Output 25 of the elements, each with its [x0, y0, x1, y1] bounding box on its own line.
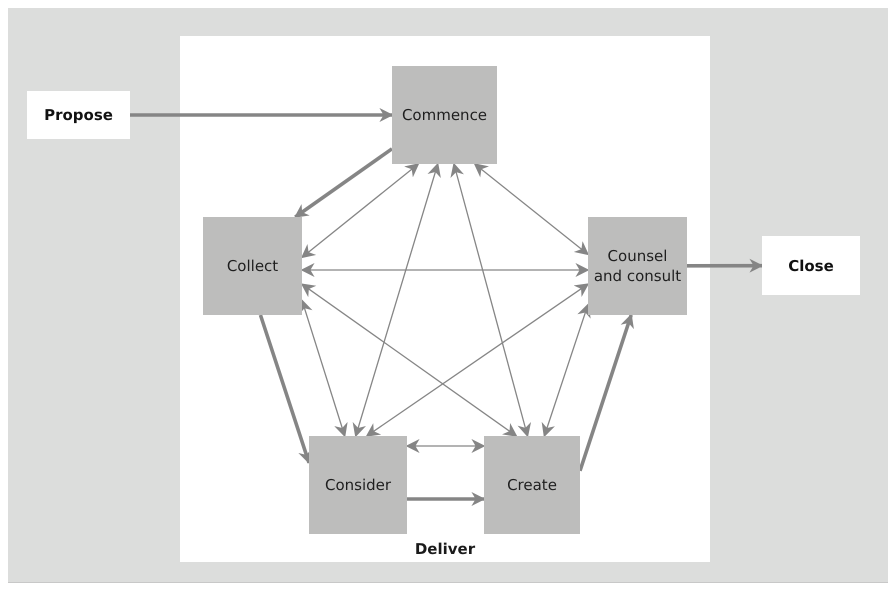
process-box: Counsel and consult — [588, 217, 687, 315]
arrow — [474, 163, 590, 256]
phase-label: Deliver — [414, 540, 476, 558]
arrow — [130, 108, 394, 122]
arrow — [687, 258, 764, 273]
phase-panel — [180, 36, 710, 562]
arrow — [366, 283, 590, 437]
arrow — [542, 303, 591, 438]
process-box: Consider — [309, 436, 407, 534]
arrow — [578, 314, 634, 472]
arrow — [450, 162, 532, 438]
process-box: Collect — [203, 217, 302, 315]
arrow — [300, 163, 420, 258]
arrow — [300, 263, 590, 277]
arrow — [300, 283, 518, 437]
stage-box: Close — [762, 236, 860, 295]
arrow — [407, 492, 486, 506]
arrow — [294, 147, 394, 218]
arrow — [352, 162, 441, 438]
process-box: Create — [484, 436, 580, 534]
process-box: Commence — [392, 66, 497, 164]
arrow — [299, 298, 348, 438]
arrow — [406, 439, 486, 453]
arrow — [258, 314, 312, 464]
stage-box: Propose — [27, 91, 130, 139]
